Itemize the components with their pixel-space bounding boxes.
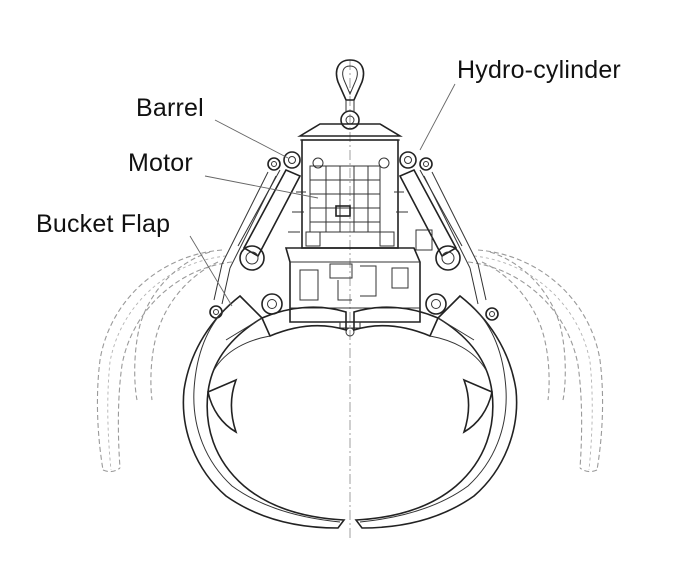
callout-leaders	[189, 83, 456, 307]
lifting-shackle	[335, 59, 365, 130]
label-hydro-cylinder: Hydro-cylinder	[457, 56, 621, 84]
right-hydro-cylinder	[394, 151, 499, 321]
left-bucket-flap	[182, 294, 347, 529]
label-motor: Motor	[128, 149, 193, 177]
label-barrel: Barrel	[136, 94, 204, 122]
right-bucket-flap	[353, 294, 518, 529]
lower-housing	[284, 247, 421, 337]
open-tines-outline	[96, 249, 604, 473]
label-bucket-flap: Bucket Flap	[36, 210, 171, 238]
left-hydro-cylinder	[209, 151, 306, 319]
